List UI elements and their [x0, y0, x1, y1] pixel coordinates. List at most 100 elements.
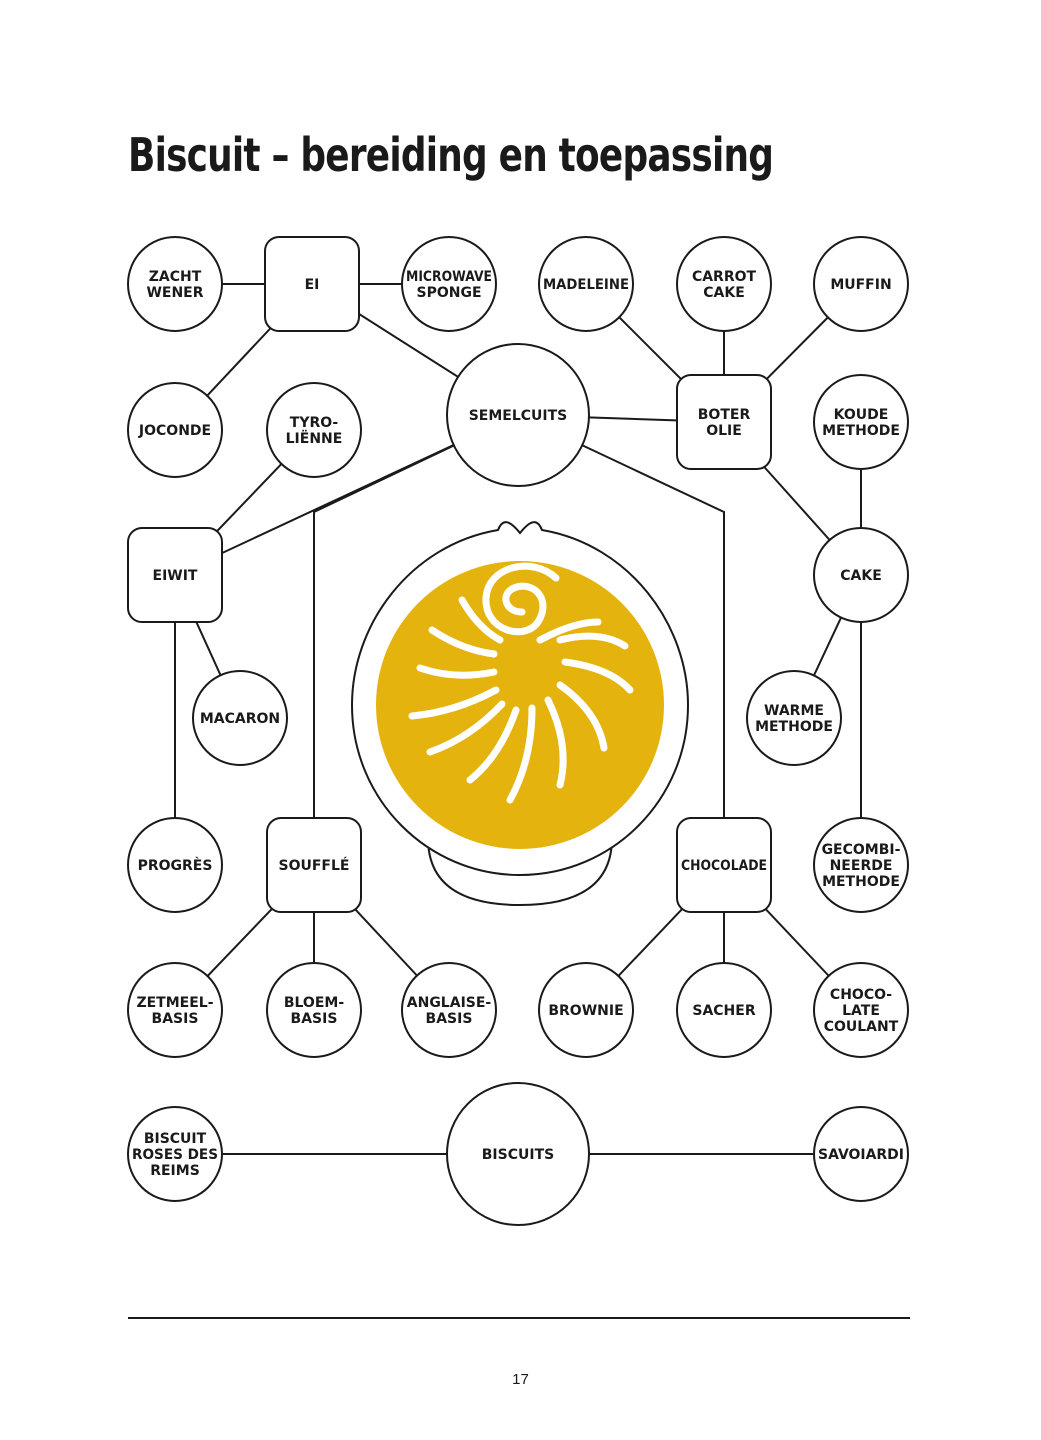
- node-label: SACHER: [692, 1003, 755, 1019]
- node-label: LATE: [842, 1003, 880, 1019]
- node-label: ROSES DES: [132, 1147, 218, 1163]
- mixing-bowl-with-swirl-icon: [350, 521, 690, 907]
- node-joconde: JOCONDE: [127, 382, 223, 478]
- node-label: BISCUITS: [482, 1147, 554, 1163]
- edge-semelcuits-souffle: [313, 414, 519, 865]
- node-label: MUFFIN: [830, 277, 891, 293]
- node-circle: [813, 527, 909, 623]
- node-box: [676, 374, 772, 470]
- node-circle: [676, 236, 772, 332]
- node-label: ANGLAISE-: [407, 995, 492, 1011]
- node-circle: [813, 962, 909, 1058]
- node-label: WARME: [764, 703, 824, 719]
- node-label: REIMS: [150, 1163, 200, 1179]
- node-bloembasis: BLOEM-BASIS: [266, 962, 362, 1058]
- node-label: CHOCOLADE: [681, 858, 767, 874]
- node-circle: [401, 236, 497, 332]
- node-label: CHOCO-: [830, 987, 892, 1003]
- node-circle: [266, 962, 362, 1058]
- node-circle: [813, 1106, 909, 1202]
- node-label: GECOMBI-: [822, 842, 901, 858]
- node-circle: [192, 670, 288, 766]
- node-box: [264, 236, 360, 332]
- node-savoiardi: SAVOIARDI: [813, 1106, 909, 1202]
- node-label: SEMELCUITS: [469, 408, 568, 424]
- node-tyrolienne: TYRO-LIËNNE: [266, 382, 362, 478]
- node-chocolade: CHOCOLADE: [676, 817, 772, 913]
- footer-rule: [128, 1317, 910, 1319]
- node-label: CARROT: [692, 269, 757, 285]
- page-number: 17: [512, 1371, 529, 1388]
- node-progres: PROGRÈS: [127, 817, 223, 913]
- node-circle: [446, 1082, 590, 1226]
- node-circle: [127, 236, 223, 332]
- node-label: BASIS: [152, 1011, 199, 1027]
- node-ei: EI: [264, 236, 360, 332]
- node-label: EIWIT: [153, 568, 198, 584]
- node-label: SAVOIARDI: [818, 1147, 904, 1163]
- node-label: CAKE: [703, 285, 745, 301]
- node-label: BROWNIE: [548, 1003, 623, 1019]
- node-box: [676, 817, 772, 913]
- node-circle: [446, 343, 590, 487]
- node-label: KOUDE: [834, 407, 889, 423]
- node-label: BISCUIT: [144, 1131, 207, 1147]
- node-circle: [813, 817, 909, 913]
- node-label: BOTER: [698, 407, 751, 423]
- node-label: NEERDE: [830, 858, 893, 874]
- node-zetmeelbasis: ZETMEEL-BASIS: [127, 962, 223, 1058]
- node-label: PROGRÈS: [138, 857, 213, 874]
- node-circle: [127, 382, 223, 478]
- node-circle: [746, 670, 842, 766]
- node-circle: [813, 236, 909, 332]
- node-circle: [127, 817, 223, 913]
- node-label: MACARON: [200, 711, 280, 727]
- node-circle: [676, 962, 772, 1058]
- node-circle: [401, 962, 497, 1058]
- node-circle: [266, 382, 362, 478]
- node-souffle: SOUFFLÉ: [266, 817, 362, 913]
- node-muffin: MUFFIN: [813, 236, 909, 332]
- node-circle: [538, 962, 634, 1058]
- node-anglaisebasis: ANGLAISE-BASIS: [401, 962, 497, 1058]
- node-biscuits: BISCUITS: [446, 1082, 590, 1226]
- node-macaron: MACARON: [192, 670, 288, 766]
- page-title: Biscuit – bereiding en toepassing: [128, 128, 774, 182]
- node-label: METHODE: [822, 423, 900, 439]
- node-label: METHODE: [755, 719, 833, 735]
- node-label: MADELEINE: [543, 277, 629, 293]
- node-label: JOCONDE: [138, 423, 211, 439]
- node-label: ZACHT: [149, 269, 202, 285]
- node-label: SPONGE: [416, 285, 481, 301]
- node-label: BLOEM-: [284, 995, 344, 1011]
- node-circle: [127, 1106, 223, 1202]
- node-label: METHODE: [822, 874, 900, 890]
- node-label: MICROWAVE: [406, 269, 492, 285]
- node-circle: [813, 374, 909, 470]
- node-label: CAKE: [840, 568, 882, 584]
- node-label: BASIS: [426, 1011, 473, 1027]
- node-madeleine: MADELEINE: [538, 236, 634, 332]
- node-circle: [127, 962, 223, 1058]
- node-semelcuits: SEMELCUITS: [446, 343, 590, 487]
- node-label: WENER: [146, 285, 203, 301]
- node-box: [127, 527, 223, 623]
- node-cake: CAKE: [813, 527, 909, 623]
- node-label: COULANT: [824, 1019, 899, 1035]
- node-label: LIËNNE: [286, 430, 343, 447]
- node-eiwit: EIWIT: [127, 527, 223, 623]
- node-label: SOUFFLÉ: [279, 857, 350, 874]
- node-label: OLIE: [706, 423, 742, 439]
- node-label: ZETMEEL-: [136, 995, 213, 1011]
